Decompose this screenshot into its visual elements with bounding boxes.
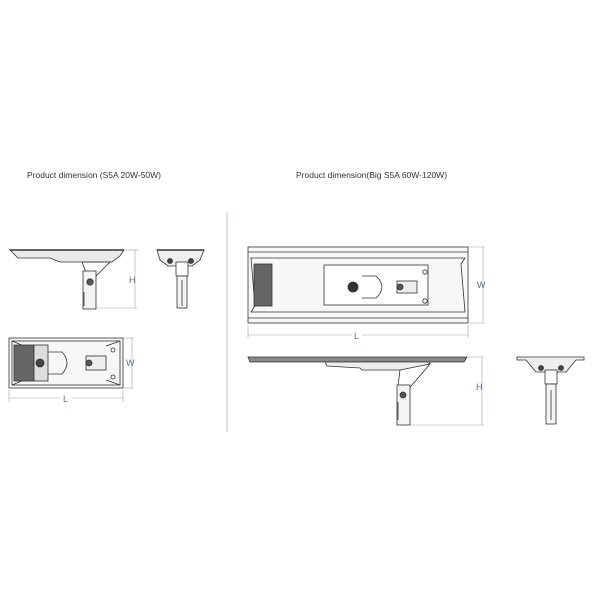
- big-side-view: [247, 356, 468, 426]
- small-front-view: [156, 249, 205, 309]
- small-length-label: L: [63, 394, 68, 404]
- small-top-view: [8, 337, 124, 389]
- big-height-dimension: [410, 356, 484, 426]
- small-height-dimension: [96, 249, 138, 309]
- small-width-length-dimension: [8, 337, 134, 402]
- small-height-label: H: [129, 275, 136, 285]
- right-section-title: Product dimension(Big S5A 60W-120W): [296, 170, 448, 180]
- big-height-label: H: [476, 382, 483, 392]
- big-width-label: W: [477, 280, 486, 290]
- big-width-length-dimension: [247, 246, 485, 338]
- small-width-label: W: [126, 358, 135, 368]
- big-top-view: [247, 246, 469, 324]
- left-section-title: Product dimension (S5A 20W-50W): [27, 170, 162, 180]
- big-length-label: L: [354, 331, 359, 341]
- small-side-view: [9, 249, 125, 310]
- big-front-view: [516, 356, 585, 425]
